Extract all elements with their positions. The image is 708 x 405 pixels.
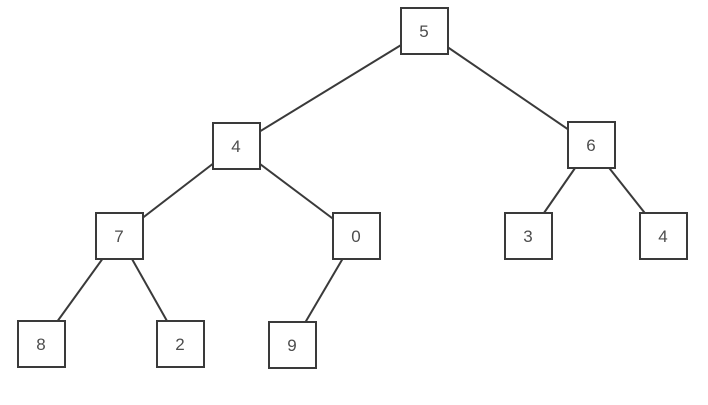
tree-node-ll-right: 2 (155, 320, 205, 368)
tree-edge (235, 30, 425, 147)
tree-node-left-left: 7 (94, 212, 144, 260)
tree-node-left-right: 0 (331, 212, 381, 260)
tree-node-lr-left: 9 (267, 321, 317, 369)
tree-node-root: 5 (399, 7, 449, 55)
tree-node-right-right: 4 (638, 212, 688, 260)
tree-node-left: 4 (211, 122, 261, 170)
tree-node-ll-left: 8 (16, 320, 66, 368)
tree-node-right: 6 (566, 121, 616, 169)
tree-node-right-left: 3 (503, 212, 553, 260)
tree-edge (423, 30, 592, 146)
